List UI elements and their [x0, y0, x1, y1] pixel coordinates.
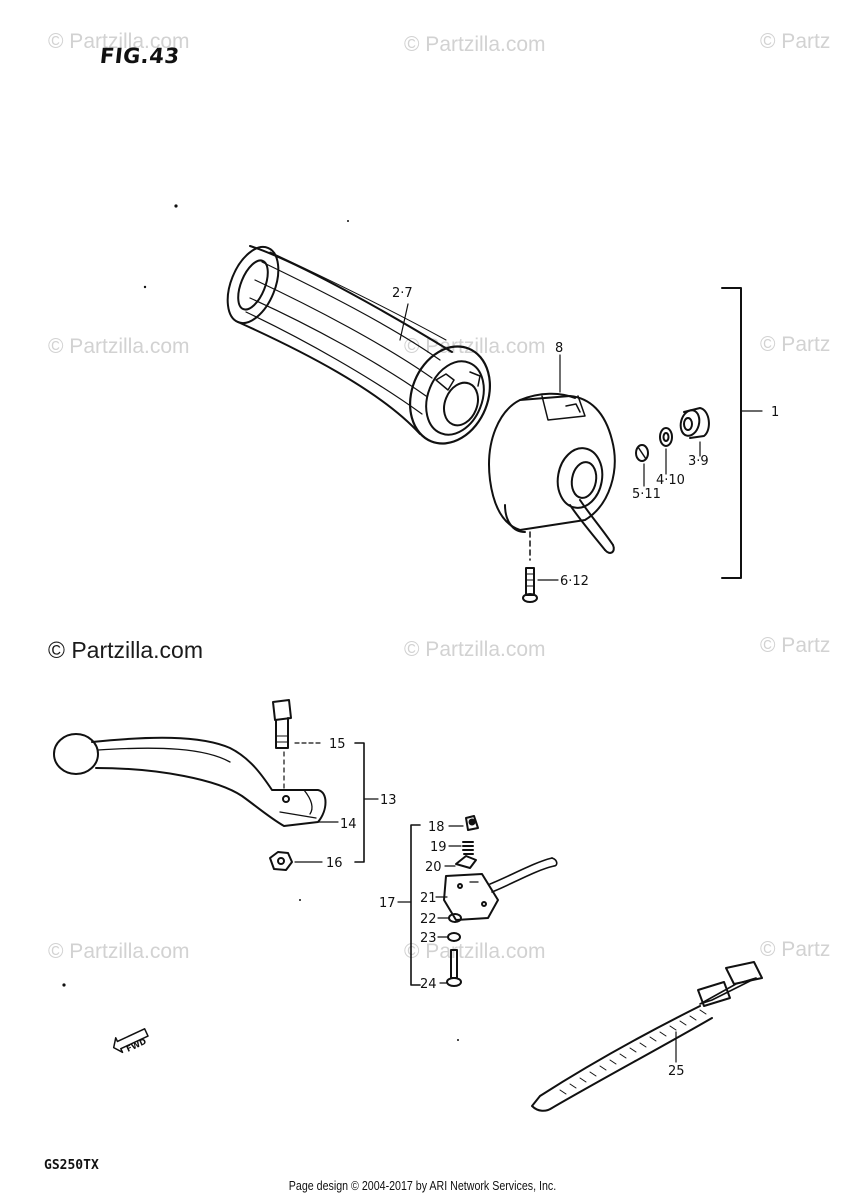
switch-cap — [465, 815, 479, 831]
callout-end-part-c: 5·11 — [632, 487, 661, 502]
watermark: © Partzilla.com — [48, 335, 190, 358]
speck — [62, 983, 66, 987]
callout-lever-assembly: 13 — [380, 793, 397, 808]
callout-switch-22: 22 — [420, 912, 437, 927]
watermark: © Partzilla.com — [404, 33, 546, 56]
callout-switch-20: 20 — [425, 860, 442, 875]
speck — [347, 220, 349, 222]
watermark: © Partzilla.com — [48, 940, 190, 963]
callout-lever-nut: 16 — [326, 856, 343, 871]
bar-end-part — [679, 407, 710, 439]
lever-nut — [269, 851, 293, 871]
callout-switch-23: 23 — [420, 931, 437, 946]
footer-copyright: Page design © 2004-2017 by ARI Network S… — [288, 1178, 557, 1193]
callout-switch-assembly: 17 — [379, 896, 396, 911]
callout-grip: 2·7 — [392, 286, 413, 301]
switch-contact-plate — [455, 855, 477, 869]
callout-assembly: 1 — [771, 405, 779, 420]
watermark-prominent: © Partzilla.com — [48, 637, 203, 663]
callout-end-part-b: 4·10 — [656, 473, 685, 488]
watermark: © Partzilla.com — [404, 638, 546, 661]
handlebar-grip — [226, 245, 492, 445]
callout-band: 25 — [668, 1064, 685, 1079]
model-code: GS250TX — [44, 1158, 99, 1173]
washer-part — [659, 427, 673, 447]
switch-assembly-bracket — [410, 824, 421, 986]
screw-part — [522, 567, 538, 603]
callout-end-part-a: 3·9 — [688, 454, 709, 469]
callout-lever-bolt: 15 — [329, 737, 346, 752]
callout-lever: 14 — [340, 817, 357, 832]
switch-lock-washer — [447, 932, 461, 942]
watermark: © Partzilla.com — [48, 30, 190, 53]
callout-switch-18: 18 — [428, 820, 445, 835]
watermark: © Partz — [760, 634, 831, 657]
switch-body — [443, 857, 558, 921]
clutch-lever — [53, 733, 327, 827]
speck — [143, 285, 147, 289]
callout-switch-housing: 8 — [555, 341, 563, 356]
lever-bolt — [272, 699, 292, 749]
switch-washer — [448, 913, 462, 923]
callout-switch-19: 19 — [430, 840, 447, 855]
watermark: © Partz — [760, 938, 831, 961]
callout-switch-24: 24 — [420, 977, 437, 992]
switch-spring — [462, 841, 474, 855]
speck — [299, 899, 301, 901]
watermark: © Partz — [760, 30, 831, 53]
callout-switch-21: 21 — [420, 891, 437, 906]
assembly-bracket — [721, 287, 742, 579]
switch-housing — [488, 392, 616, 554]
speck — [174, 204, 178, 208]
callout-screw: 6·12 — [560, 574, 589, 589]
leader-grip — [399, 303, 409, 341]
cable-band — [531, 961, 763, 1112]
switch-screw — [446, 949, 462, 987]
fwd-label: FWD — [125, 1037, 148, 1054]
watermark: © Partzilla.com — [404, 940, 546, 963]
lever-assembly-bracket — [354, 742, 365, 863]
speck — [457, 1039, 459, 1041]
watermark: © Partz — [760, 333, 831, 356]
lock-washer-part — [635, 444, 649, 462]
forward-arrow-icon — [112, 1028, 149, 1054]
